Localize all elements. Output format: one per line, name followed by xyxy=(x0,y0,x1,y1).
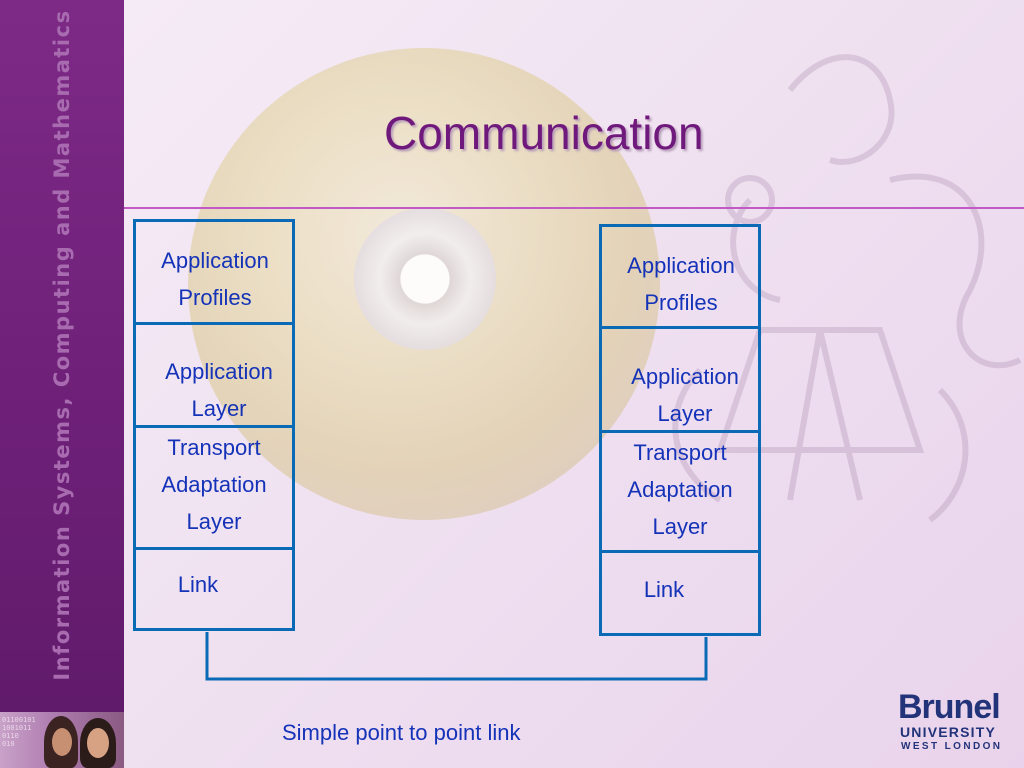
photo-binary-line: 1001011 xyxy=(2,724,32,732)
layer-label-line: Layer xyxy=(657,401,713,426)
slide-title: Communication xyxy=(384,107,704,159)
layer-label-line: Layer xyxy=(186,509,242,534)
layer-label-line: Application xyxy=(631,364,739,389)
protocol-stack-left xyxy=(133,219,295,631)
layer-link: Link xyxy=(128,566,268,603)
logo-name: Brunel xyxy=(898,688,1001,726)
layer-label-line: Layer xyxy=(191,396,247,421)
logo-university: UNIVERSITY xyxy=(900,724,997,740)
layer-label-line: Application xyxy=(627,253,735,278)
brunel-logo: Brunel UNIVERSITY WEST LONDON xyxy=(898,690,1016,753)
stack-border xyxy=(133,219,295,222)
people-photo: 01100101 1001011 0110 010 xyxy=(0,712,124,768)
layer-label-line: Transport xyxy=(167,435,261,460)
layer-divider xyxy=(133,547,295,550)
layer-label-line: Adaptation xyxy=(161,472,267,497)
stack-border xyxy=(599,224,761,227)
sidebar: Information Systems, Computing and Mathe… xyxy=(0,0,124,768)
protocol-stack-right xyxy=(599,224,761,636)
photo-binary-overlay: 01100101 1001011 0110 010 xyxy=(2,716,36,748)
title-divider xyxy=(124,207,1024,209)
stack-border xyxy=(599,633,761,636)
layer-label-line: Profiles xyxy=(178,285,252,310)
layer-label-line: Adaptation xyxy=(627,477,733,502)
photo-binary-line: 01100101 xyxy=(2,716,36,724)
layer-application-profiles: Application Profiles xyxy=(611,247,751,321)
layer-application-layer: Application Layer xyxy=(149,353,289,427)
layer-divider xyxy=(599,326,761,329)
layer-label-line: Transport xyxy=(633,440,727,465)
layer-label-line: Link xyxy=(643,577,685,602)
layer-divider xyxy=(599,550,761,553)
crest-watermark xyxy=(672,54,1022,523)
stack-border xyxy=(133,628,295,631)
logo-location: WEST LONDON xyxy=(901,741,1003,752)
person-left xyxy=(44,716,78,768)
layer-divider xyxy=(133,322,295,325)
layer-label-line: Link xyxy=(177,572,219,597)
layer-application-profiles: Application Profiles xyxy=(145,242,285,316)
layer-divider xyxy=(133,425,295,428)
photo-binary-line: 010 xyxy=(2,740,15,748)
layer-label-line: Application xyxy=(165,359,273,384)
layer-link: Link xyxy=(594,571,734,608)
diagram-caption: Simple point to point link xyxy=(282,720,521,745)
person-right xyxy=(80,718,116,768)
layer-transport-adaptation: Transport Adaptation Layer xyxy=(610,434,750,545)
photo-binary-line: 0110 xyxy=(2,732,19,740)
cd-hub-watermark xyxy=(354,208,496,350)
layer-application-layer: Application Layer xyxy=(615,358,755,432)
layer-divider xyxy=(599,430,761,433)
layer-label-line: Application xyxy=(161,248,269,273)
layer-label-line: Layer xyxy=(652,514,708,539)
layer-transport-adaptation: Transport Adaptation Layer xyxy=(144,429,284,540)
layer-label-line: Profiles xyxy=(644,290,718,315)
